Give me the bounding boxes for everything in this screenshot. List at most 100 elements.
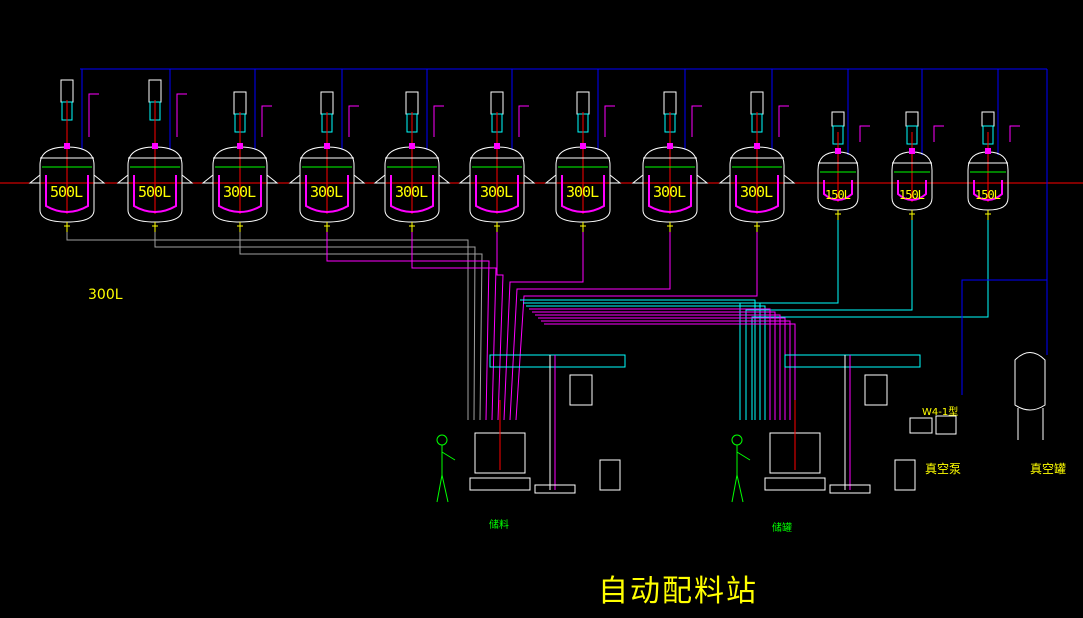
manhole-icon: [494, 143, 500, 149]
discharge-pipe: [538, 317, 786, 420]
reactor-tank: [967, 151, 1009, 211]
bottom-valve-icon: [985, 210, 991, 220]
discharge-pipe: [154, 232, 476, 421]
jacket-coil: [648, 175, 692, 213]
station-1-label: 储料: [489, 520, 509, 531]
vacuum-pump-model: W4-1型: [922, 407, 959, 418]
tank-capacity-label: 150L: [899, 188, 925, 202]
motor-icon: [663, 91, 677, 115]
support-lug: [544, 174, 557, 184]
motor-icon: [148, 79, 162, 103]
jacket-coil: [133, 175, 177, 213]
discharge-pipe: [239, 232, 483, 421]
support-lug: [116, 174, 129, 184]
jacket-coil: [735, 175, 779, 213]
vent-pipe: [261, 105, 272, 137]
vacuum-tank: [1014, 352, 1046, 411]
vessel-cart: [764, 477, 826, 491]
discharge-pipe: [509, 232, 671, 421]
support-lug: [438, 174, 451, 184]
manhole-icon: [835, 148, 841, 154]
bottom-valve-icon: [667, 222, 673, 232]
support-lug: [353, 174, 366, 184]
vent-pipe: [518, 105, 529, 137]
support-lug: [373, 174, 386, 184]
discharge-pipe: [526, 305, 766, 420]
operator-figure-head: [436, 434, 448, 446]
discharge-pipe: [751, 220, 989, 420]
vacuum-pump-motor: [909, 417, 933, 434]
jacket-coil: [475, 175, 519, 213]
support-lug: [718, 174, 731, 184]
discharge-pipe: [529, 308, 771, 420]
support-lug: [631, 174, 644, 184]
manhole-icon: [754, 143, 760, 149]
tank-capacity-label: 300L: [310, 183, 343, 201]
support-lug: [266, 174, 279, 184]
operator-figure: [436, 445, 456, 503]
bottom-valve-icon: [324, 222, 330, 232]
manhole-icon: [580, 143, 586, 149]
discharge-pipe: [503, 232, 584, 421]
support-lug: [181, 174, 194, 184]
support-lug: [783, 174, 796, 184]
tank-capacity-label: 300L: [566, 183, 599, 201]
gantry-beam: [489, 354, 626, 368]
discharge-pipe: [544, 323, 796, 420]
bottom-valve-icon: [494, 222, 500, 232]
bottom-valve-icon: [909, 210, 915, 220]
reactor-tank: [212, 146, 268, 223]
tank-capacity-label: 300L: [480, 183, 513, 201]
bottom-valve-icon: [409, 222, 415, 232]
manhole-icon: [985, 148, 991, 154]
support-lug: [93, 174, 106, 184]
discharge-pipe: [523, 302, 761, 420]
vacuum-pump-icon: [935, 415, 957, 435]
hydraulic-unit-icon: [894, 459, 916, 491]
reactor-tank: [127, 146, 183, 223]
support-lug: [609, 174, 622, 184]
vent-pipe: [604, 105, 615, 137]
discharge-pipe: [541, 320, 791, 420]
vent-pipe: [433, 105, 444, 137]
vessel-cart: [469, 477, 531, 491]
bottom-valve-icon: [152, 222, 158, 232]
manhole-icon: [152, 143, 158, 149]
support-lug: [28, 174, 41, 184]
motor-icon: [831, 111, 845, 127]
tank-capacity-label: 300L: [653, 183, 686, 201]
support-lug: [523, 174, 536, 184]
reactor-tank: [39, 146, 95, 223]
discharge-pipe: [326, 232, 490, 421]
jacket-coil: [973, 180, 1003, 201]
station-2-label: 储罐: [772, 523, 792, 534]
reactor-tank: [384, 146, 440, 223]
hydraulic-unit-icon: [599, 459, 621, 491]
vent-pipe: [859, 125, 870, 142]
reactor-tank: [817, 151, 859, 211]
vent-pipe: [348, 105, 359, 137]
mixer-motor-icon: [569, 374, 593, 406]
tank-capacity-label: 300L: [223, 183, 256, 201]
motor-icon: [905, 111, 919, 127]
manhole-icon: [237, 143, 243, 149]
jacket-coil: [305, 175, 349, 213]
bottom-valve-icon: [835, 210, 841, 220]
reactor-tank: [299, 146, 355, 223]
operator-figure-head: [731, 434, 743, 446]
manhole-icon: [409, 143, 415, 149]
jacket-coil: [218, 175, 262, 213]
vacuum-line: [961, 279, 1047, 395]
discharge-pipe: [520, 299, 756, 420]
manhole-icon: [64, 143, 70, 149]
operator-figure: [731, 445, 751, 503]
jacket-coil: [561, 175, 605, 213]
vent-pipe: [176, 93, 187, 137]
motor-icon: [60, 79, 74, 103]
tank-capacity-label: 150L: [825, 188, 851, 202]
reactor-tank: [555, 146, 611, 223]
drawing-title: 自动配料站: [598, 574, 758, 609]
discharge-pipe: [535, 314, 781, 420]
manhole-icon: [667, 143, 673, 149]
